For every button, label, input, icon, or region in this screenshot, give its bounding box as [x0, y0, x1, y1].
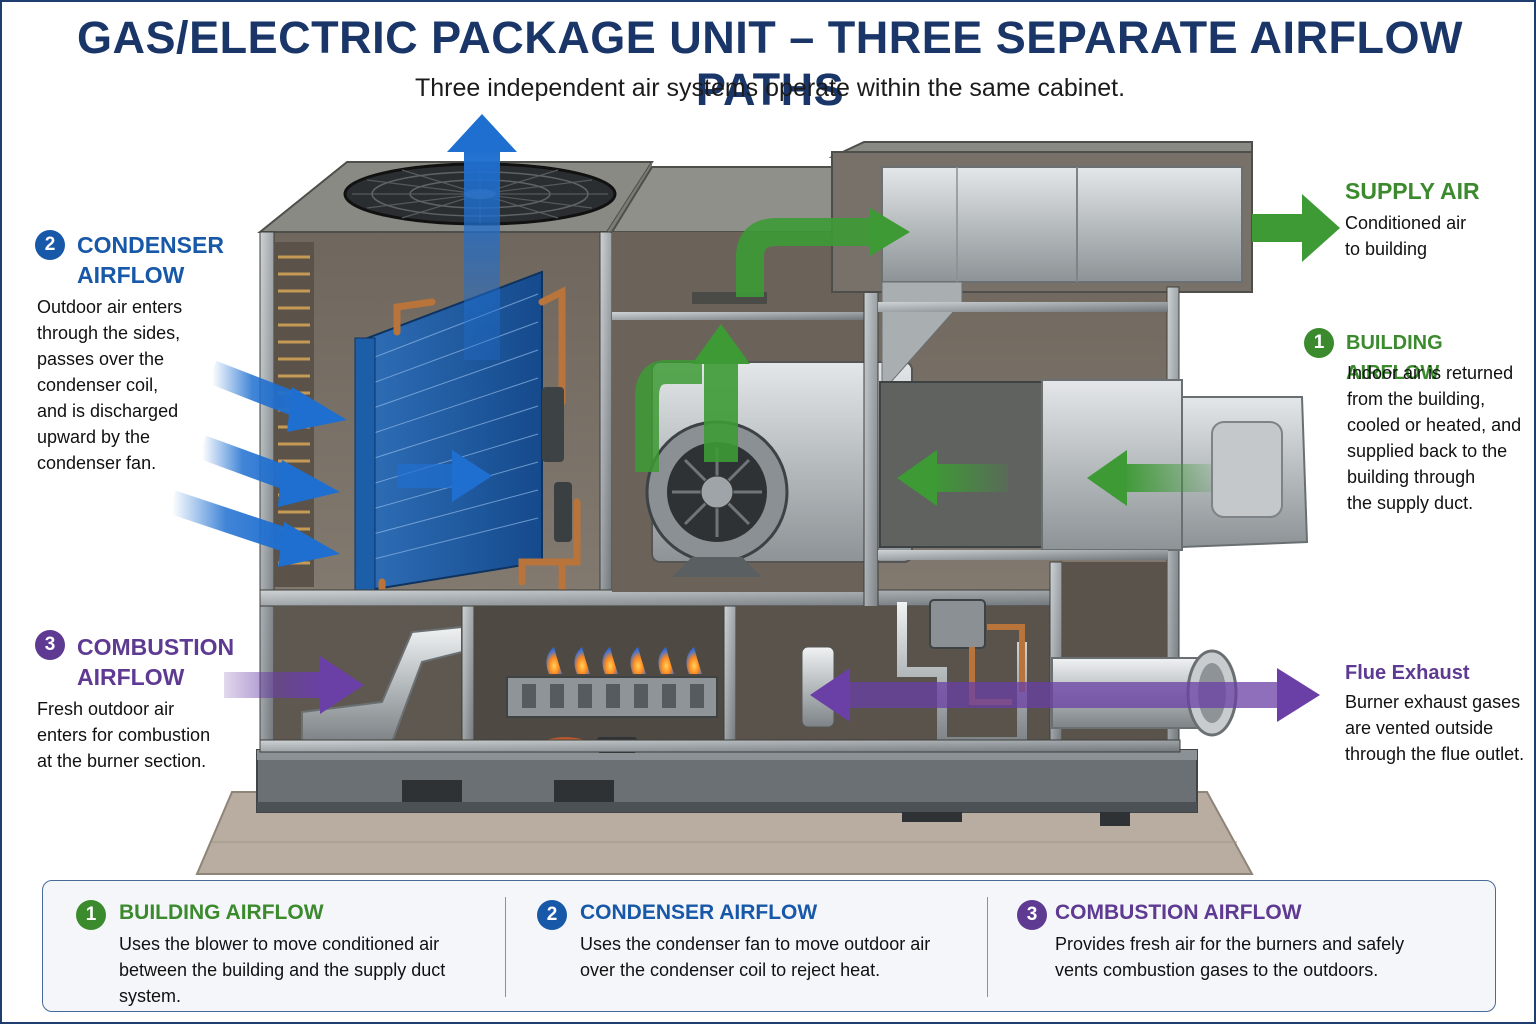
legend-condenser-badge: 2 [537, 900, 567, 930]
condenser-desc-line: upward by the [37, 427, 151, 447]
building-desc-line: building through [1347, 467, 1476, 487]
combustion-title-line2: AIRFLOW [77, 664, 185, 690]
legend-condenser-title: CONDENSER AIRFLOW [580, 901, 818, 924]
building-desc-line: from the building, [1347, 389, 1486, 409]
legend-building-title: BUILDING AIRFLOW [119, 901, 324, 924]
legend-building-badge: 1 [76, 900, 106, 930]
flue-exhaust-desc: Burner exhaust gases are vented outside … [1345, 689, 1524, 767]
legend-divider [505, 897, 506, 997]
building-desc-line: supplied back to the [1347, 441, 1508, 461]
legend-combustion: 3 COMBUSTION AIRFLOW Provides fresh air … [987, 881, 1492, 1011]
condenser-desc-line: Outdoor air enters [37, 297, 183, 317]
legend-desc-line: Uses the condenser fan to move outdoor a… [580, 934, 931, 954]
legend-desc-line: system. [119, 986, 182, 1006]
building-airflow-desc: Indoor air is returned from the building… [1347, 360, 1521, 516]
supply-air-desc: Conditioned air to building [1345, 210, 1466, 262]
legend-building: 1 BUILDING AIRFLOW Uses the blower to mo… [43, 881, 505, 1011]
legend-desc-line: over the condenser coil to reject heat. [580, 960, 881, 980]
combustion-desc-line: Fresh outdoor air [37, 699, 175, 719]
forklift-slot [554, 780, 614, 802]
building-airflow-arrows [635, 194, 1340, 506]
legend-desc-line: Provides fresh air for the burners and s… [1055, 934, 1405, 954]
burner-flames [546, 647, 702, 674]
combustion-number-badge: 3 [35, 630, 65, 660]
building-number-badge: 1 [1304, 328, 1334, 358]
legend-building-desc: Uses the blower to move conditioned air … [119, 931, 445, 1009]
condenser-desc-line: through the sides, [37, 323, 181, 343]
combustion-callout-title: COMBUSTION AIRFLOW [77, 632, 234, 692]
condenser-number-badge: 2 [35, 230, 65, 260]
combustion-callout-desc: Fresh outdoor air enters for combustion … [37, 696, 210, 774]
combustion-airflow-arrows [224, 656, 1320, 722]
flue-desc-line: through the flue outlet. [1345, 744, 1525, 764]
condenser-callout-desc: Outdoor air enters through the sides, pa… [37, 294, 182, 476]
condenser-intake-arrows [168, 360, 492, 567]
supply-desc-line: to building [1345, 239, 1428, 259]
legend-condenser-desc: Uses the condenser fan to move outdoor a… [580, 931, 930, 983]
condenser-desc-line: and is discharged [37, 401, 179, 421]
forklift-slot [402, 780, 462, 802]
legend-condenser: 2 CONDENSER AIRFLOW Uses the condenser f… [505, 881, 987, 1011]
legend-divider [987, 897, 988, 997]
flue-desc-line: are vented outside [1345, 718, 1494, 738]
condenser-discharge-arrow [447, 114, 517, 360]
supply-air-title: SUPPLY AIR [1345, 178, 1480, 204]
combustion-title-line1: COMBUSTION [77, 634, 235, 660]
supply-desc-line: Conditioned air [1345, 213, 1467, 233]
condenser-desc-line: passes over the [37, 349, 165, 369]
condenser-desc-line: condenser coil, [37, 375, 159, 395]
combustion-desc-line: enters for combustion [37, 725, 211, 745]
page-subtitle: Three independent air systems operate wi… [414, 74, 1126, 102]
condenser-desc-line: condenser fan. [37, 453, 157, 473]
combustion-desc-line: at the burner section. [37, 751, 207, 771]
legend-combustion-desc: Provides fresh air for the burners and s… [1055, 931, 1404, 983]
flue-desc-line: Burner exhaust gases [1345, 692, 1521, 712]
building-desc-line: the supply duct. [1347, 493, 1474, 513]
condenser-title-line1: CONDENSER [77, 232, 224, 258]
building-desc-line: cooled or heated, and [1347, 415, 1522, 435]
building-desc-line: Indoor air is returned [1347, 363, 1514, 383]
flue-exhaust-title: Flue Exhaust [1345, 662, 1470, 684]
legend-desc-line: between the building and the supply duct [119, 960, 446, 980]
legend-panel: 1 BUILDING AIRFLOW Uses the blower to mo… [42, 880, 1496, 1012]
building-airflow-title: BUILDING AIRFLOW [1346, 332, 1443, 384]
page-title: GAS/ELECTRIC PACKAGE UNIT – THREE SEPARA… [77, 12, 1463, 115]
forklift-slot [1100, 808, 1130, 826]
legend-desc-line: Uses the blower to move conditioned air [119, 934, 440, 954]
condenser-callout-title: CONDENSER AIRFLOW [77, 230, 224, 290]
legend-desc-line: vents combustion gases to the outdoors. [1055, 960, 1379, 980]
legend-combustion-badge: 3 [1017, 900, 1047, 930]
condenser-title-line2: AIRFLOW [77, 262, 185, 288]
legend-combustion-title: COMBUSTION AIRFLOW [1055, 901, 1302, 924]
